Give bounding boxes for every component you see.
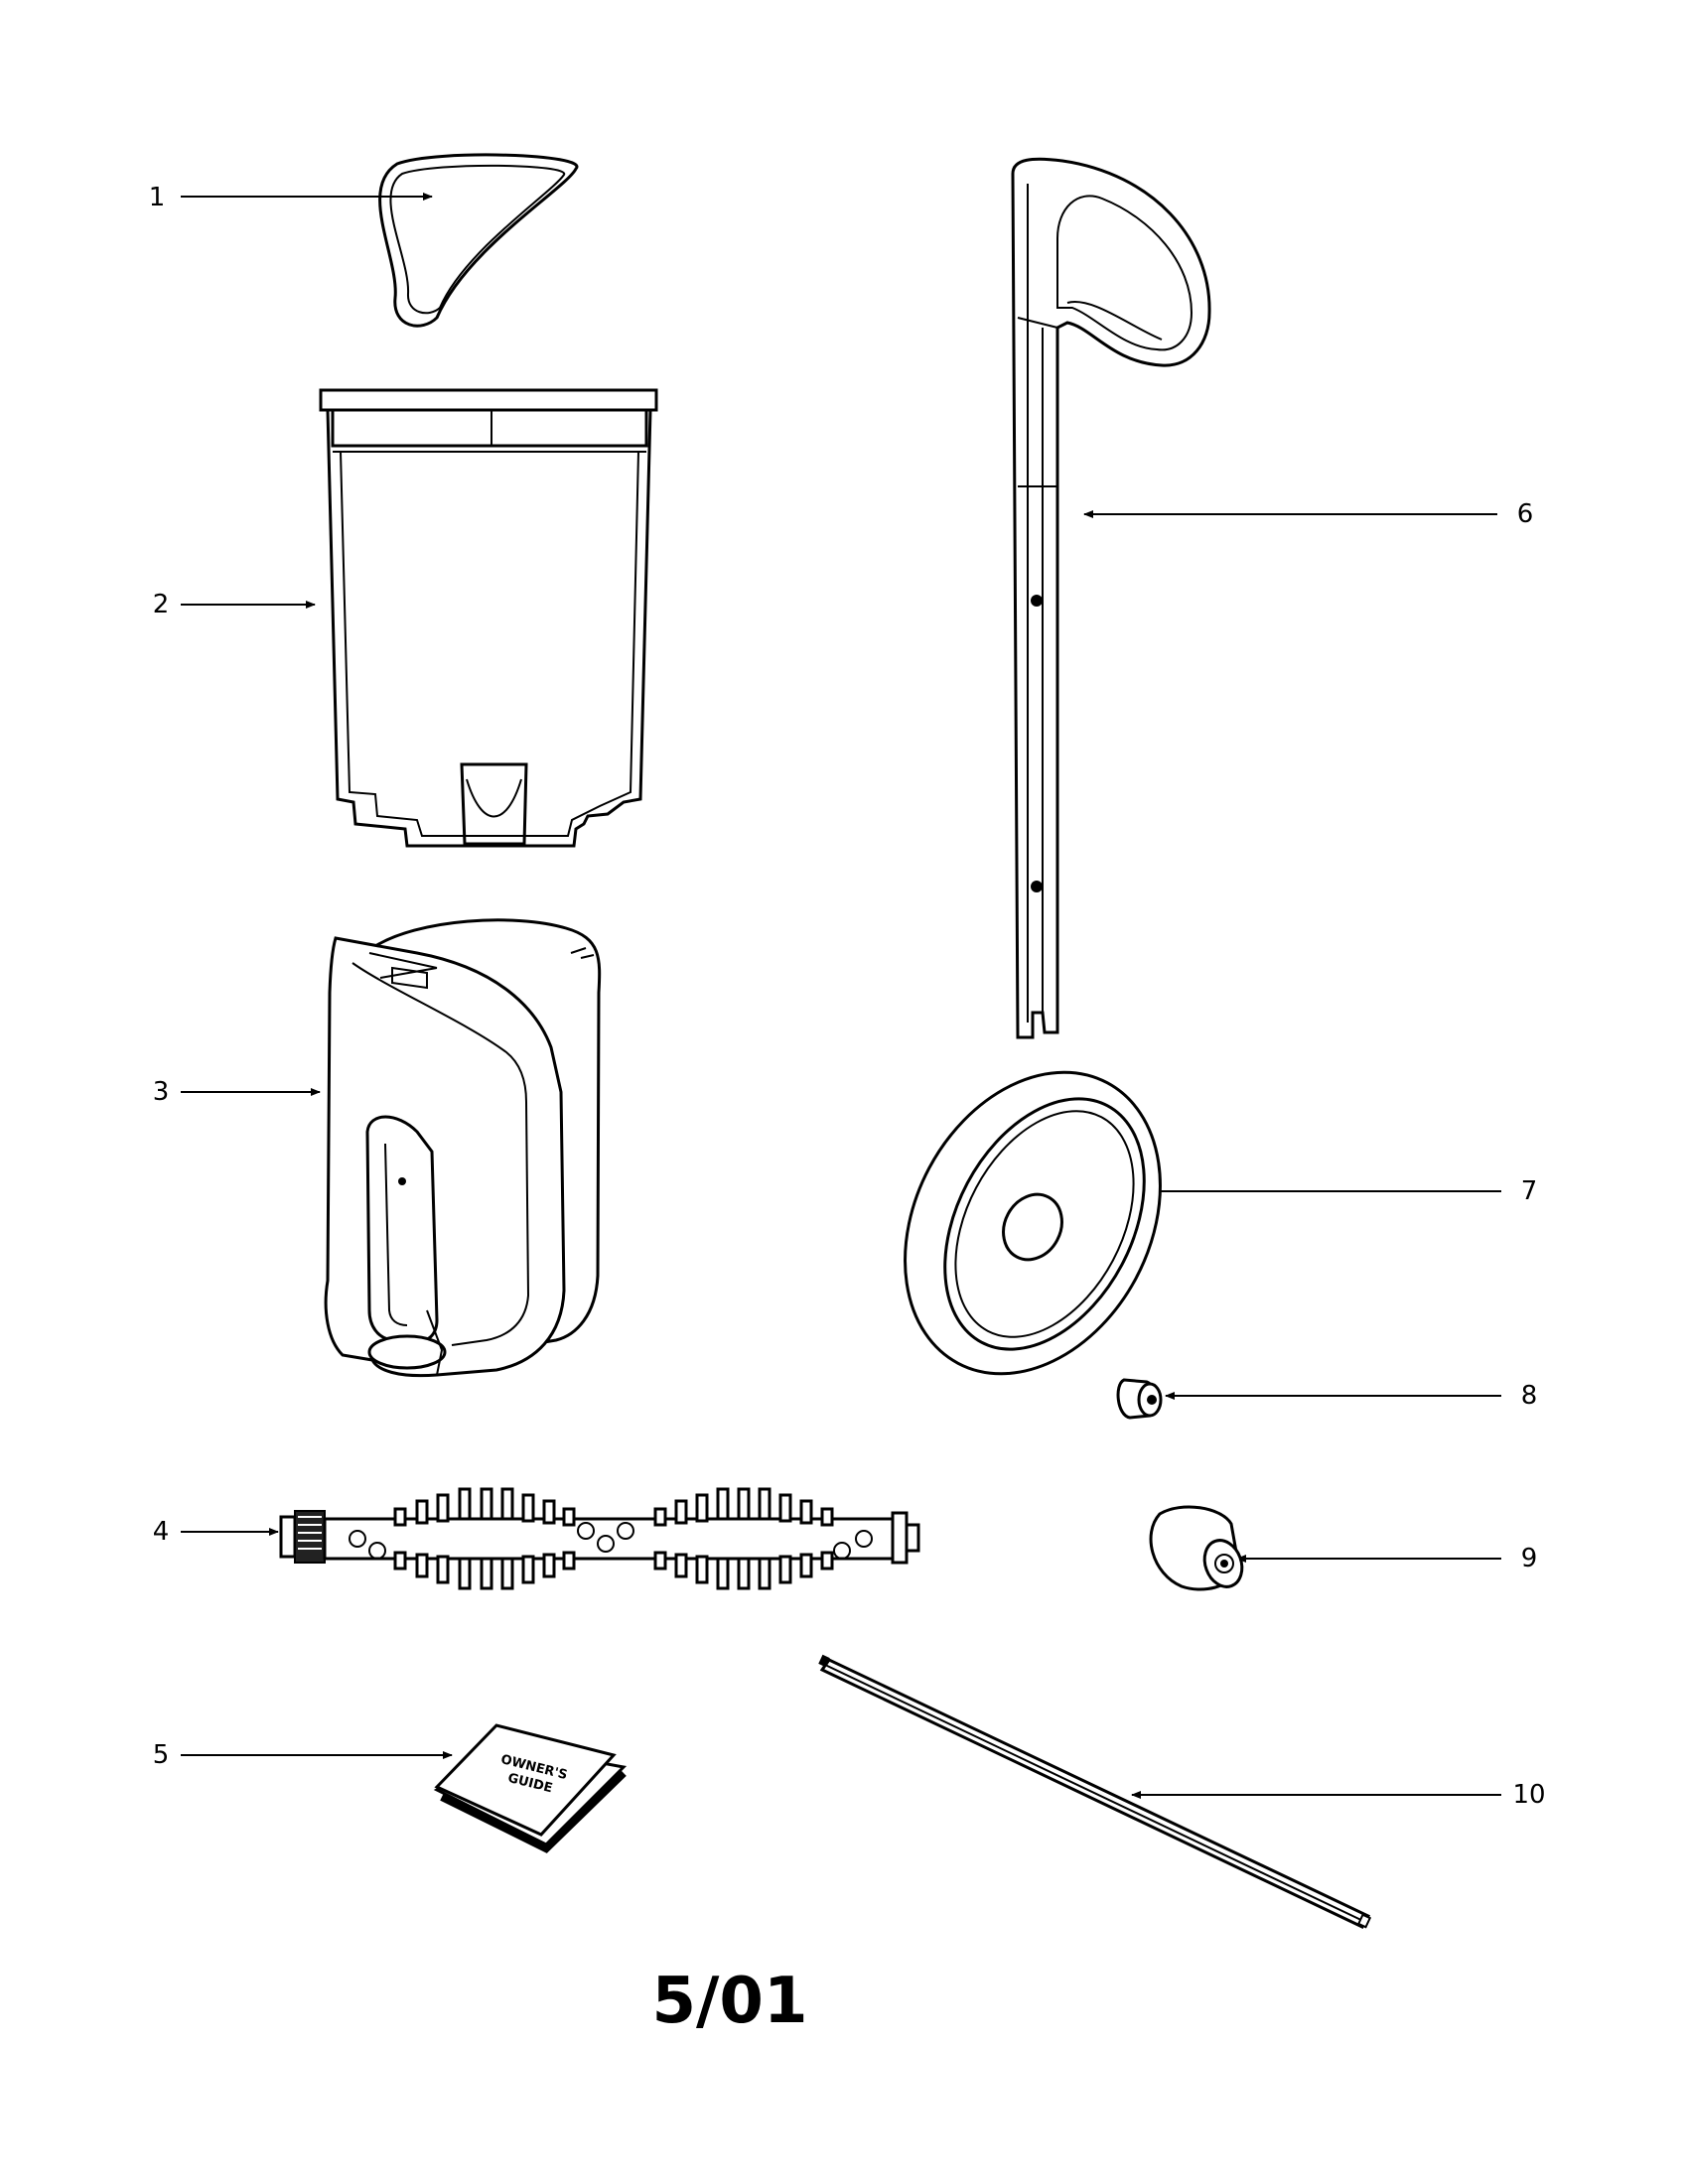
callout-1: 1 bbox=[149, 183, 433, 212]
handle-part bbox=[1011, 157, 1211, 1039]
callout-9: 9 bbox=[1236, 1544, 1538, 1573]
axle-rod-part bbox=[818, 1654, 1372, 1929]
callout-number-10: 10 bbox=[1512, 1780, 1545, 1810]
callout-10: 10 bbox=[1131, 1780, 1546, 1810]
filter-housing-part bbox=[324, 918, 602, 1378]
callout-number-4: 4 bbox=[153, 1517, 170, 1547]
dirt-cup-part bbox=[319, 388, 658, 848]
callout-2: 2 bbox=[153, 590, 316, 619]
callout-5: 5 bbox=[153, 1740, 453, 1770]
roller-part bbox=[1149, 1505, 1244, 1591]
wheel-part bbox=[904, 1070, 1162, 1376]
callout-number-3: 3 bbox=[153, 1077, 170, 1107]
belt-part bbox=[378, 153, 579, 328]
callout-6: 6 bbox=[1083, 499, 1534, 529]
callout-number-2: 2 bbox=[153, 590, 170, 619]
brushroll-part bbox=[279, 1487, 920, 1590]
callout-number-9: 9 bbox=[1521, 1544, 1538, 1573]
callout-number-7: 7 bbox=[1521, 1176, 1538, 1206]
callout-8: 8 bbox=[1165, 1381, 1538, 1411]
callout-7: 7 bbox=[1127, 1176, 1538, 1206]
callout-number-8: 8 bbox=[1521, 1381, 1538, 1411]
callout-4: 4 bbox=[153, 1517, 279, 1547]
owners-guide-part: OWNER'S GUIDE bbox=[433, 1723, 628, 1853]
callout-number-5: 5 bbox=[153, 1740, 170, 1770]
bushing-part bbox=[1116, 1378, 1163, 1420]
date-code: 5/01 bbox=[652, 1965, 808, 2038]
callout-3: 3 bbox=[153, 1077, 321, 1107]
callout-number-1: 1 bbox=[149, 183, 166, 212]
callout-number-6: 6 bbox=[1517, 499, 1534, 529]
